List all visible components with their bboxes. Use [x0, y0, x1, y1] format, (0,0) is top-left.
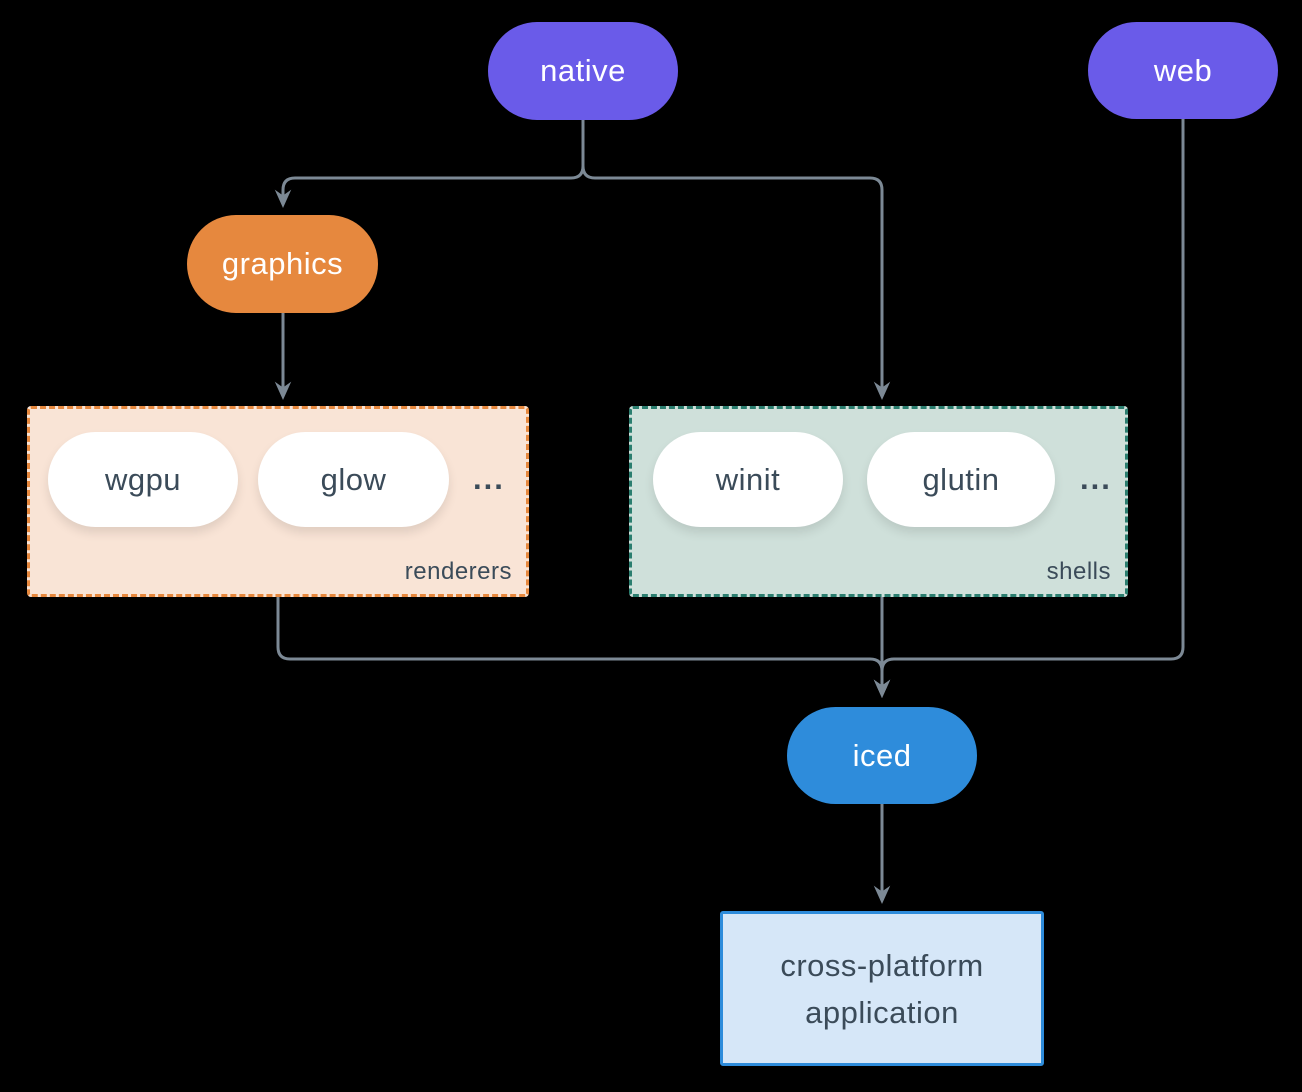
app-label-line1: cross-platform	[780, 947, 984, 983]
node-winit-label: winit	[715, 461, 781, 497]
edge-native-graphics	[274, 120, 585, 208]
node-native-label: native	[540, 53, 626, 88]
shells-ellipsis: ...	[1080, 461, 1112, 496]
app-label-line2: application	[805, 994, 959, 1030]
node-glow: glow	[258, 432, 449, 527]
node-graphics: graphics	[187, 215, 378, 313]
shells-group-label: shells	[1046, 558, 1111, 585]
node-cross-platform-application: cross-platform application	[720, 911, 1044, 1066]
node-winit: winit	[653, 432, 843, 527]
node-glutin: glutin	[867, 432, 1055, 527]
group-renderers: wgpu glow ... renderers	[27, 406, 529, 597]
node-iced: iced	[787, 707, 977, 804]
edge-web-iced	[873, 118, 1185, 698]
edge-renderers-iced	[276, 597, 891, 698]
node-wgpu-label: wgpu	[104, 461, 182, 497]
renderers-ellipsis: ...	[473, 461, 505, 496]
node-web: web	[1088, 22, 1278, 119]
node-glow-label: glow	[320, 461, 387, 497]
node-glutin-label: glutin	[922, 461, 1000, 497]
node-wgpu: wgpu	[48, 432, 238, 527]
group-shells: winit glutin ... shells	[629, 406, 1128, 597]
node-native: native	[488, 22, 678, 120]
edge-native-shells	[581, 120, 891, 400]
renderers-group-label: renderers	[404, 558, 512, 585]
node-graphics-label: graphics	[221, 246, 344, 281]
node-web-label: web	[1153, 52, 1213, 88]
node-iced-label: iced	[852, 737, 912, 773]
